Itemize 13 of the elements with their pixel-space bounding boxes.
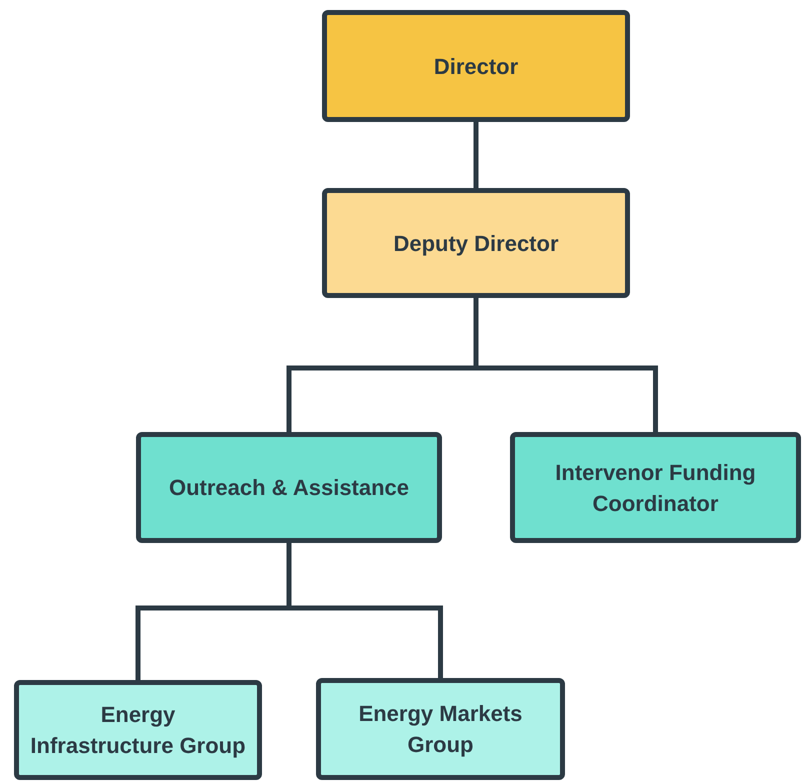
role-title: Energy Infrastructure Group [29,701,247,760]
org-box [510,432,801,543]
role-title: Outreach & Assistance [168,474,410,502]
connector-line [474,122,478,188]
org-box [322,10,630,122]
org-box [136,432,442,543]
org-box [322,188,630,298]
role-title: Deputy Director [393,230,559,258]
role-title: Intervenor Funding Coordinator [554,458,757,518]
org-box [14,680,262,780]
role-title: Director [434,52,518,80]
role-title: Energy Markets Group [358,700,524,759]
org-box [316,678,565,780]
